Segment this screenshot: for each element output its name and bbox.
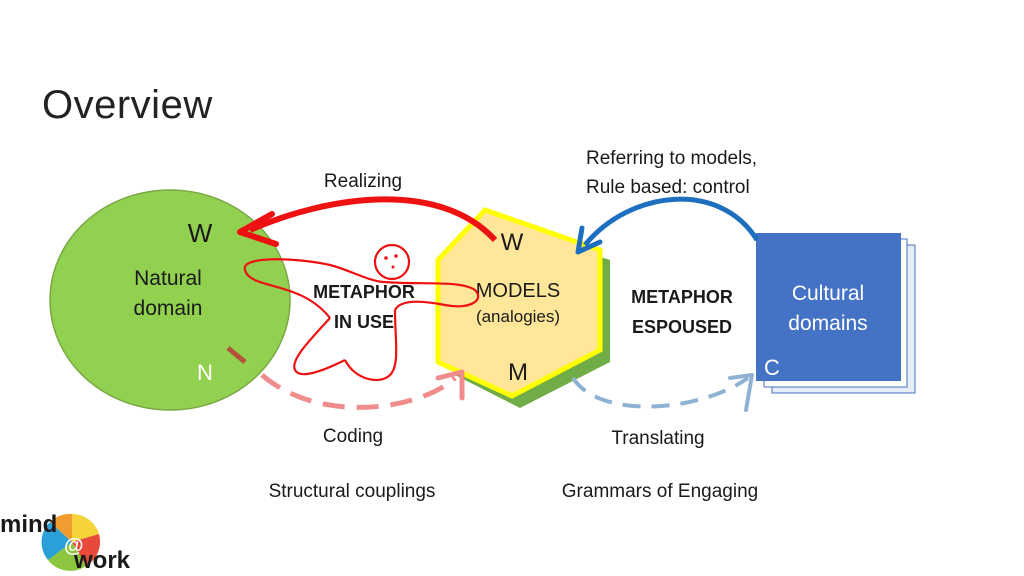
cultural-domains-box (756, 233, 901, 381)
models-w-letter: W (501, 229, 524, 256)
realizing-arrowhead (237, 211, 279, 247)
slide-title: Overview (42, 82, 213, 127)
cultural-domains-c-letter: C (764, 355, 780, 380)
coding-label: Coding (323, 426, 383, 447)
metaphor-in-use-line2: IN USE (334, 312, 394, 332)
logo-mind-text: mind (0, 511, 57, 538)
translating-arrow (571, 376, 750, 409)
stick-figure-doodle (243, 243, 480, 382)
mind-at-work-logo: mind @ work (0, 511, 131, 574)
coding-arrowhead (435, 369, 465, 401)
metaphor-in-use-line1: METAPHOR (313, 282, 415, 302)
cultural-domains-label-line1: Cultural (792, 282, 864, 305)
structural-couplings-label: Structural couplings (269, 481, 436, 502)
referring-label-line1: Referring to models, (586, 148, 757, 169)
translating-label: Translating (611, 428, 704, 449)
referring-arrowhead (575, 225, 603, 255)
metaphor-espoused-line2: ESPOUSED (632, 317, 732, 337)
coding-short-segment (226, 346, 247, 364)
stick-figure-face (384, 254, 398, 269)
models-m-letter: M (508, 359, 528, 386)
natural-domain-label-line2: domain (134, 297, 203, 320)
metaphor-espoused-line1: METAPHOR (631, 287, 733, 307)
referring-label-line2: Rule based: control (586, 177, 750, 198)
natural-domain-label-line1: Natural (134, 267, 202, 290)
models-label-line1: MODELS (476, 280, 560, 302)
logo-work-text: work (73, 547, 131, 574)
referring-arrow (583, 196, 760, 247)
realizing-label: Realizing (324, 171, 402, 192)
models-hexagon (435, 207, 603, 399)
translating-arrowhead (728, 373, 754, 412)
models-label-line2: (analogies) (476, 307, 560, 326)
cultural-domains-label-line2: domains (788, 312, 867, 335)
natural-domain-w-letter: W (188, 218, 213, 248)
coding-arrow (260, 373, 457, 410)
realizing-arrow (248, 196, 498, 243)
logo-at-symbol: @ (64, 535, 84, 557)
logo-color-wheel (41, 513, 101, 571)
grammars-of-engaging-label: Grammars of Engaging (562, 481, 758, 502)
natural-domain-n-letter: N (197, 360, 213, 385)
natural-domain-circle (49, 189, 291, 411)
